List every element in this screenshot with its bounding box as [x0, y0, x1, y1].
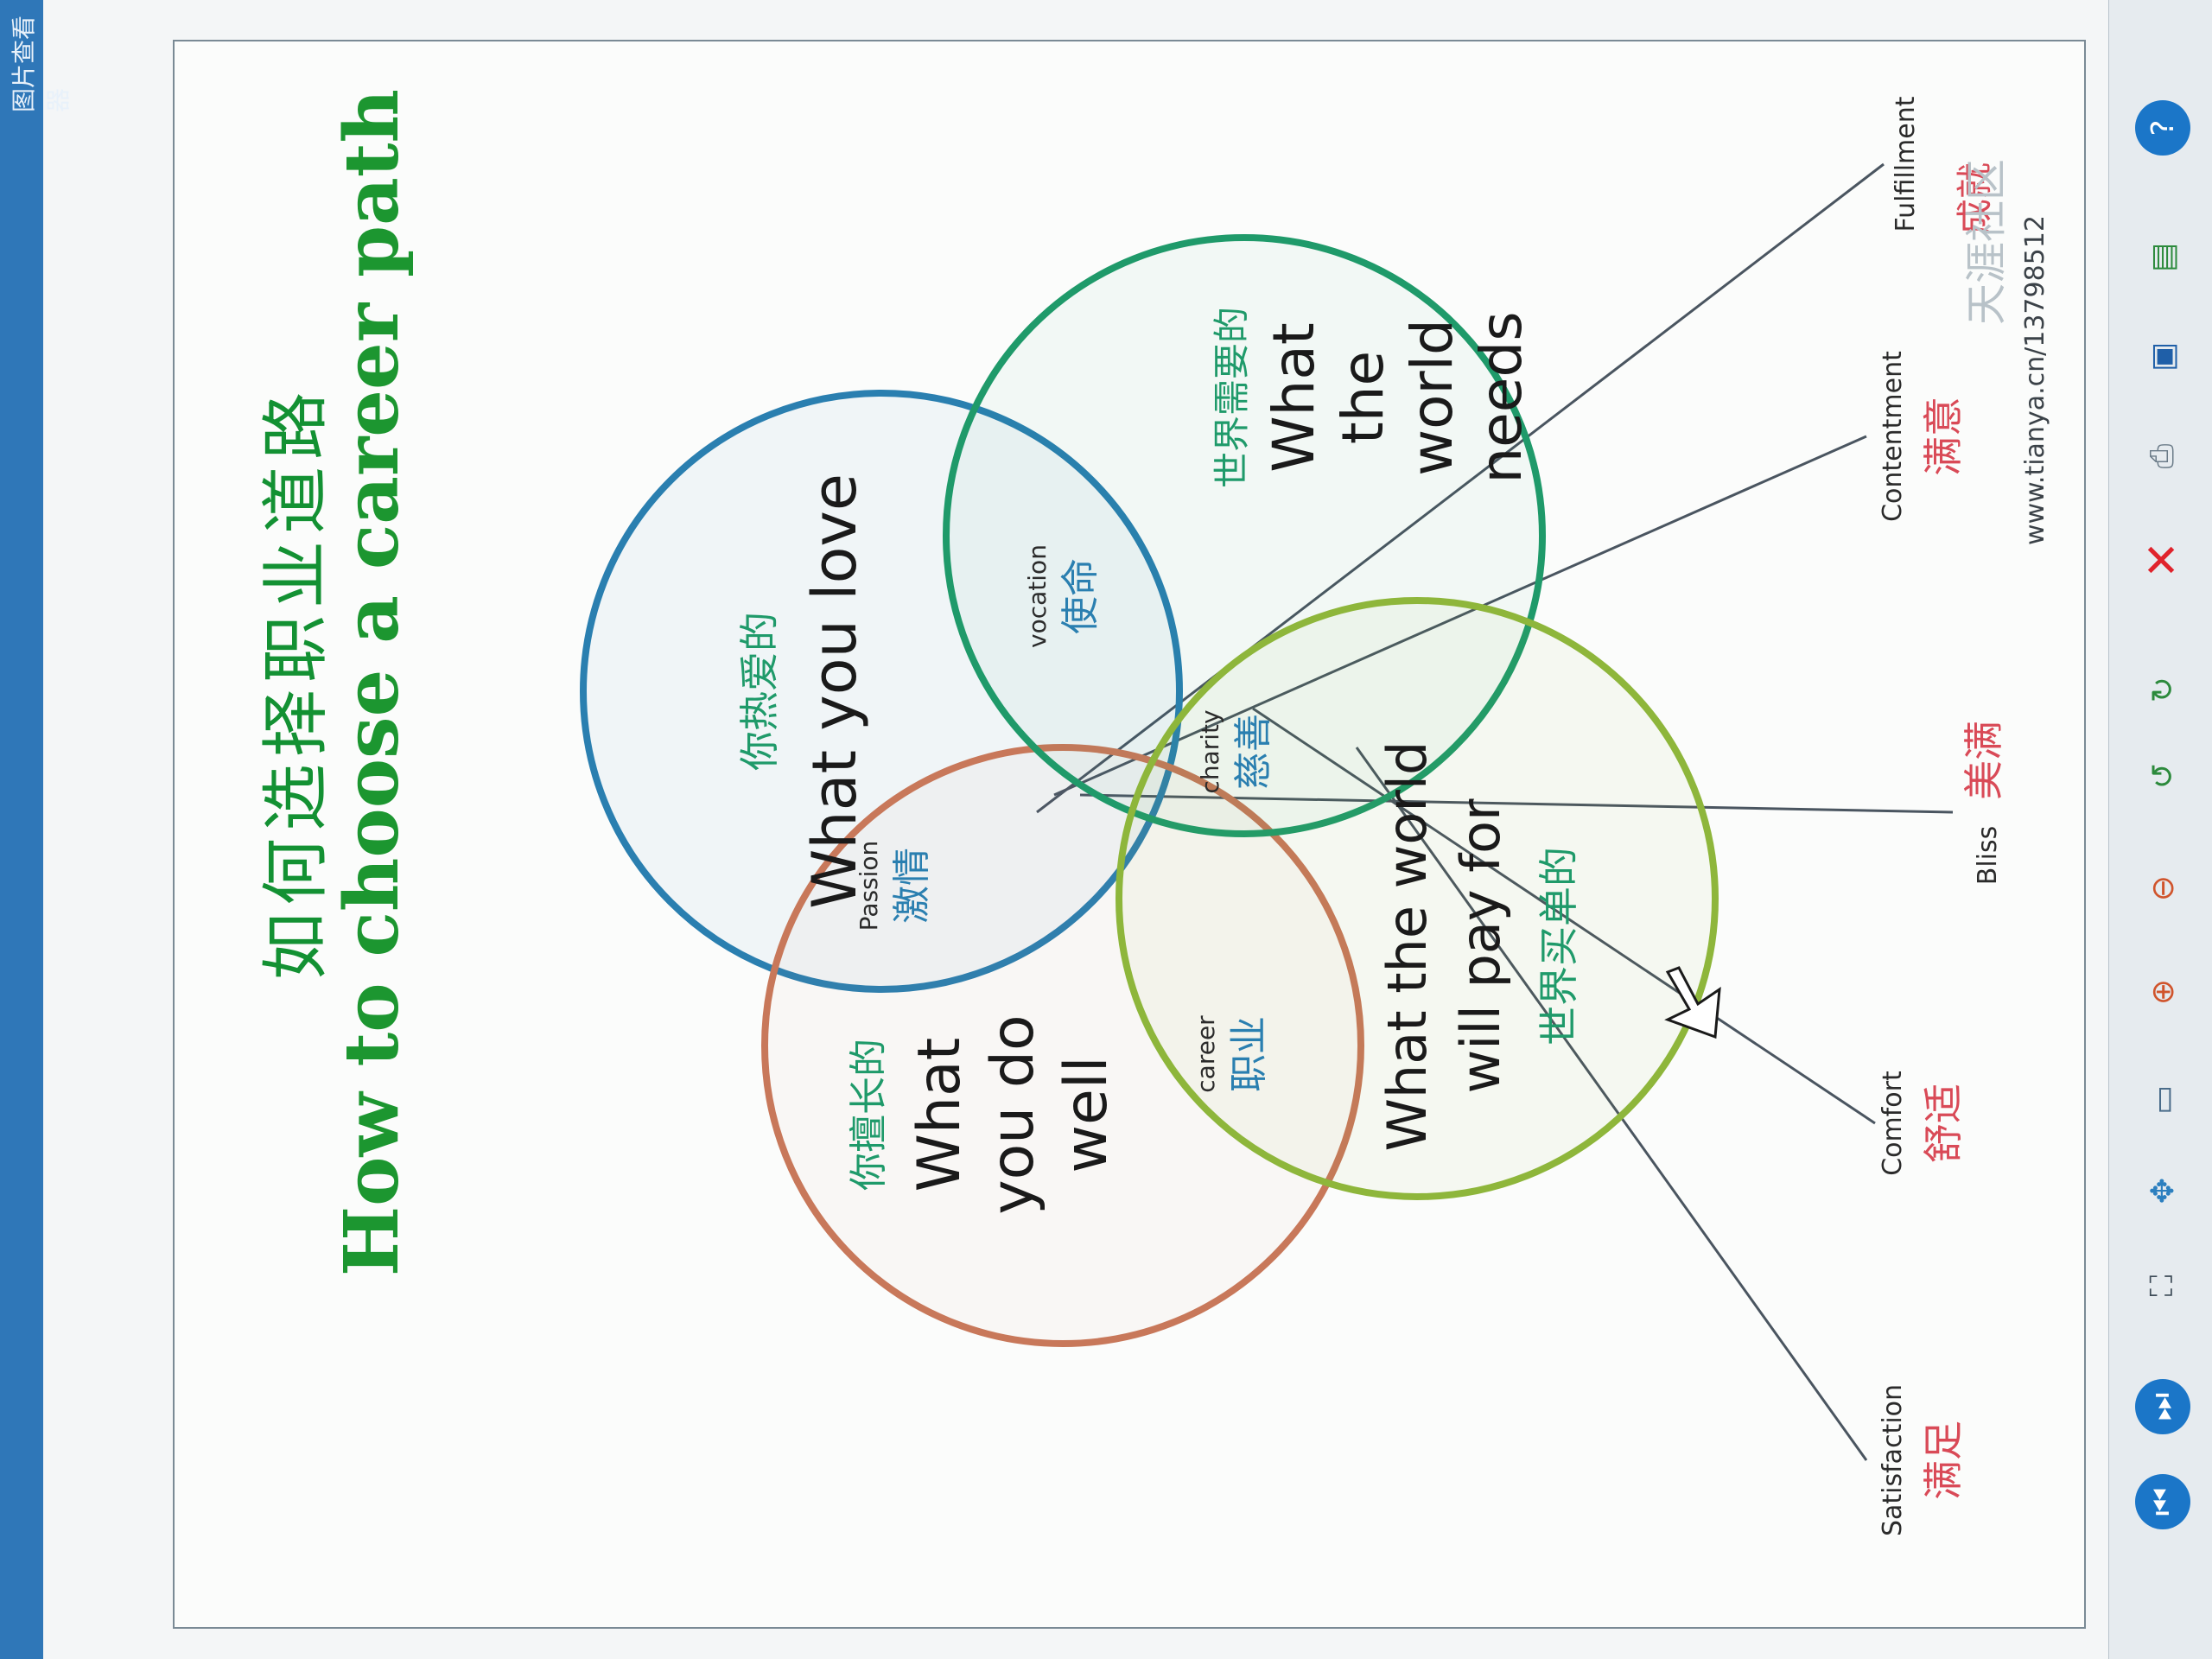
outcome-contentment-zh: 满意 [1920, 397, 1967, 476]
overlap-passion-zh: 激情 [890, 848, 934, 924]
overlap-charity-en: charity [1196, 709, 1224, 793]
watermark-url: www.tianya.cn/13798512 [2020, 215, 2050, 545]
circle-what-you-do-well [761, 744, 1364, 1347]
zoom-in-icon[interactable]: ⊕ [2145, 978, 2181, 1006]
label-needs-en-2: the [1330, 351, 1396, 444]
label-good-en-1: What [906, 1038, 974, 1192]
circle-what-the-world-needs [943, 234, 1546, 837]
save-icon[interactable]: ▣ [2145, 342, 2181, 372]
watermark-site: 天涯社区 [1962, 159, 2011, 325]
outcome-bliss-zh: 美满 [1961, 721, 2007, 800]
label-love-en: What you love [799, 474, 870, 909]
label-needs-en-4: needs [1468, 311, 1535, 483]
next-icon[interactable]: ⏭ [2135, 1379, 2190, 1434]
label-pay-zh: 世界买单的 [1535, 847, 1582, 1046]
delete-icon[interactable]: ✕ [2137, 541, 2189, 579]
overlap-vocation-en: vocation [1023, 544, 1052, 648]
label-needs-zh: 世界需要的 [1211, 307, 1253, 488]
label-love-zh: 你热爱的 [736, 612, 783, 771]
outcome-comfort-en: Comfort [1878, 1071, 1908, 1176]
print-icon[interactable]: ⎙ [2145, 443, 2180, 469]
rotate-right-icon[interactable]: ↻ [2145, 676, 2181, 703]
outcome-fulfillment-en: Fulfillment [1891, 96, 1921, 232]
label-needs-en-3: world [1399, 319, 1465, 476]
fit-window-icon[interactable]: ✥ [2145, 1177, 2181, 1205]
label-pay-en-1: What the world [1376, 741, 1439, 1152]
line-comfort [1252, 707, 1876, 1125]
overlap-passion-en: Passion [855, 841, 883, 931]
label-pay-en-2: will pay for [1449, 798, 1512, 1094]
line-satisfaction [1355, 747, 1868, 1461]
line-contentment [1053, 435, 1867, 797]
label-good-en-3: well [1052, 1056, 1121, 1173]
overlap-career-en: career [1192, 1015, 1220, 1093]
label-needs-en-1: What [1261, 322, 1327, 472]
label-good-zh: 你擅长的 [847, 1039, 891, 1191]
outcome-comfort-zh: 舒适 [1920, 1084, 1967, 1163]
slideshow-icon[interactable]: ▭ [2145, 1085, 2181, 1116]
circle-what-you-love [580, 390, 1183, 993]
outcome-fulfillment-zh: 成就 [1954, 162, 1996, 235]
outcome-satisfaction-zh: 满足 [1920, 1421, 1967, 1500]
overlap-charity-zh: 慈善 [1231, 714, 1275, 790]
outcome-satisfaction-en: Satisfaction [1878, 1384, 1908, 1536]
label-good-en-2: you do [979, 1014, 1047, 1214]
outcome-contentment-en: Contentment [1878, 351, 1908, 522]
open-in-editor-icon[interactable]: ▤ [2145, 243, 2181, 273]
overlap-vocation-zh: 使命 [1058, 558, 1103, 634]
overlap-career-zh: 职业 [1227, 1016, 1271, 1092]
actual-size-icon[interactable]: ⛶ [2145, 1274, 2180, 1297]
zoom-out-icon[interactable]: ⊖ [2145, 874, 2181, 902]
mouse-cursor-icon [1664, 966, 1721, 1039]
viewer-toolbar: ⏮ ⏭ ⛶ ✥ ▭ ⊕ ⊖ ↺ ↻ ✕ ⎙ ▣ ▤ ? [2108, 0, 2212, 1659]
rotate-left-icon[interactable]: ↺ [2145, 762, 2181, 790]
outcome-bliss-en: Bliss [1973, 826, 2003, 886]
help-icon[interactable]: ? [2135, 100, 2190, 156]
prev-icon[interactable]: ⏮ [2135, 1474, 2190, 1529]
circle-what-the-world-will-pay-for [1116, 597, 1719, 1200]
